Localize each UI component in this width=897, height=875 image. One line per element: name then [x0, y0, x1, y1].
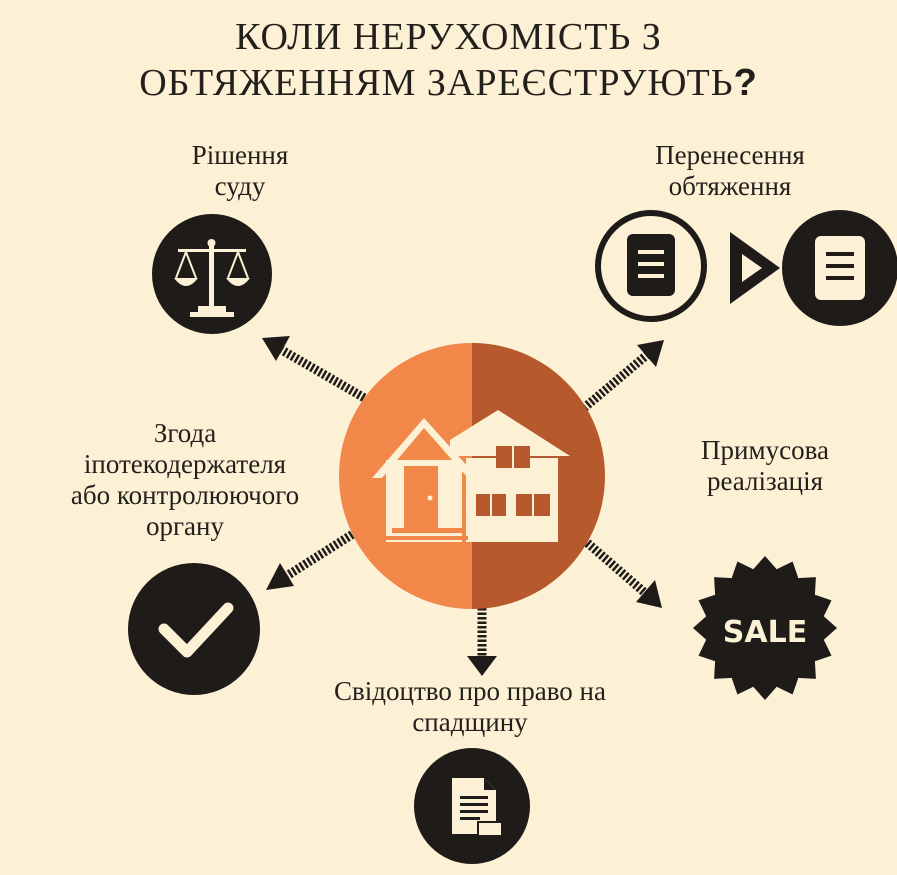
house-icon [372, 410, 570, 542]
page-title: КОЛИ НЕРУХОМІСТЬ З ОБТЯЖЕННЯМ ЗАРЕЄСТРУЮ… [0, 14, 897, 106]
court-label-line-2: суду [214, 171, 266, 201]
arrow-to-inheritance [467, 608, 497, 676]
arrow-to-consent [266, 528, 359, 590]
certificate-icon [414, 748, 530, 864]
consent-label-line-1: Згода [153, 418, 217, 448]
transfer-label-line-1: Перенесення [655, 140, 805, 170]
arrow-to-forced-sale [581, 536, 662, 608]
consent-label-line-3: або контролюючого [70, 480, 300, 510]
inheritance-label-line-1: Свідоцтво про право на [334, 676, 606, 706]
arrow-to-transfer [581, 340, 664, 412]
arrow-to-court [262, 336, 371, 404]
forced-sale-label: Примусова реалізація [660, 435, 870, 497]
document-transfer-icon [595, 210, 897, 326]
inheritance-label-line-2: спадщину [412, 707, 528, 737]
checkmark-icon [128, 563, 260, 695]
scales-icon [152, 214, 272, 334]
title-line-2: ОБТЯЖЕННЯМ ЗАРЕЄСТРУЮТЬ? [0, 60, 897, 106]
sale-badge-icon: SALE [693, 556, 837, 700]
consent-label-line-4: органу [145, 511, 224, 541]
court-label-line-1: Рішення [191, 140, 289, 170]
transfer-label-line-2: обтяження [668, 171, 792, 201]
forced-sale-label-line-1: Примусова [701, 435, 829, 465]
consent-label-line-2: іпотекодержателя [83, 449, 287, 479]
title-line-2-text: ОБТЯЖЕННЯМ ЗАРЕЄСТРУЮТЬ [139, 62, 734, 104]
inheritance-certificate-label: Свідоцтво про право на спадщину [280, 676, 660, 738]
consent-label: Згода іпотекодержателя або контролюючого… [20, 418, 350, 542]
title-question-mark: ? [733, 62, 758, 104]
forced-sale-label-line-2: реалізація [706, 466, 824, 496]
title-line-1: КОЛИ НЕРУХОМІСТЬ З [235, 16, 662, 58]
court-decision-label: Рішення суду [150, 140, 330, 202]
encumbrance-transfer-label: Перенесення обтяження [620, 140, 840, 202]
sale-badge-text: SALE [723, 615, 807, 650]
